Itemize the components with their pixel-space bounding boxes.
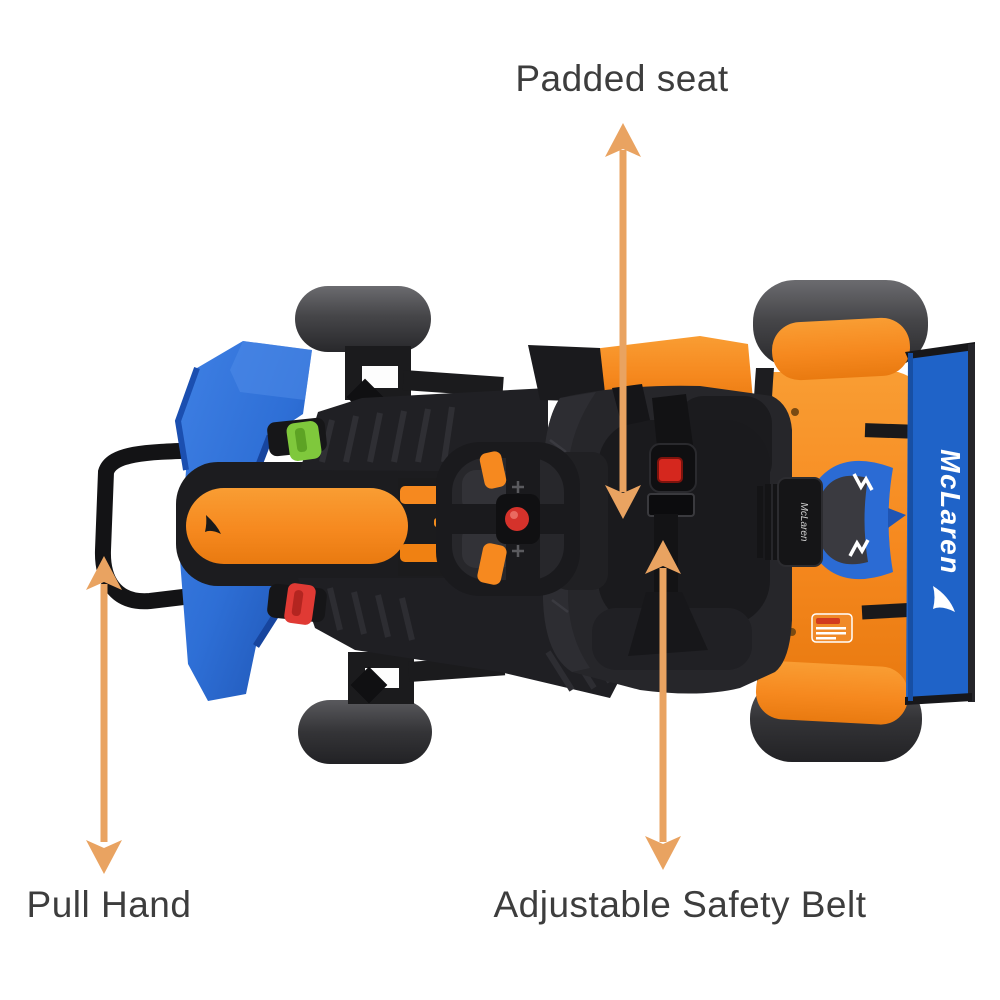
horn-button (505, 507, 529, 531)
annotation-arrows (86, 123, 681, 874)
front-bottom-wheel (298, 652, 506, 764)
label-adjustable-safety-belt: Adjustable Safety Belt (493, 884, 867, 925)
wing-strut-top (864, 423, 918, 439)
front-top-wheel (295, 286, 504, 416)
lever-red (267, 583, 327, 625)
safety-belt-arrow (645, 540, 681, 870)
helmet-fairing (804, 460, 906, 580)
label-padded-seat: Padded seat (515, 58, 729, 99)
wing-strut-bottom (861, 602, 919, 620)
rear-wing: McLaren (905, 342, 975, 705)
belt-buckle-button (657, 457, 683, 483)
seatback-brand-text: McLaren (798, 503, 809, 542)
steering-wheel (436, 442, 608, 596)
nose-swoosh-logo (205, 515, 221, 534)
pull-hand-arrow (86, 556, 122, 874)
rear-fenders (755, 317, 910, 725)
wing-swoosh-logo (933, 586, 955, 612)
wing-brand-text: McLaren (935, 449, 966, 575)
warning-sticker (811, 613, 853, 643)
padded-seat-arrow (605, 123, 641, 519)
adjustable-safety-belt (612, 384, 708, 656)
seatback-brand-plate: McLaren (777, 477, 823, 567)
label-pull-hand: Pull Hand (26, 884, 192, 925)
nose-cone (186, 478, 472, 576)
lever-green (267, 417, 327, 462)
